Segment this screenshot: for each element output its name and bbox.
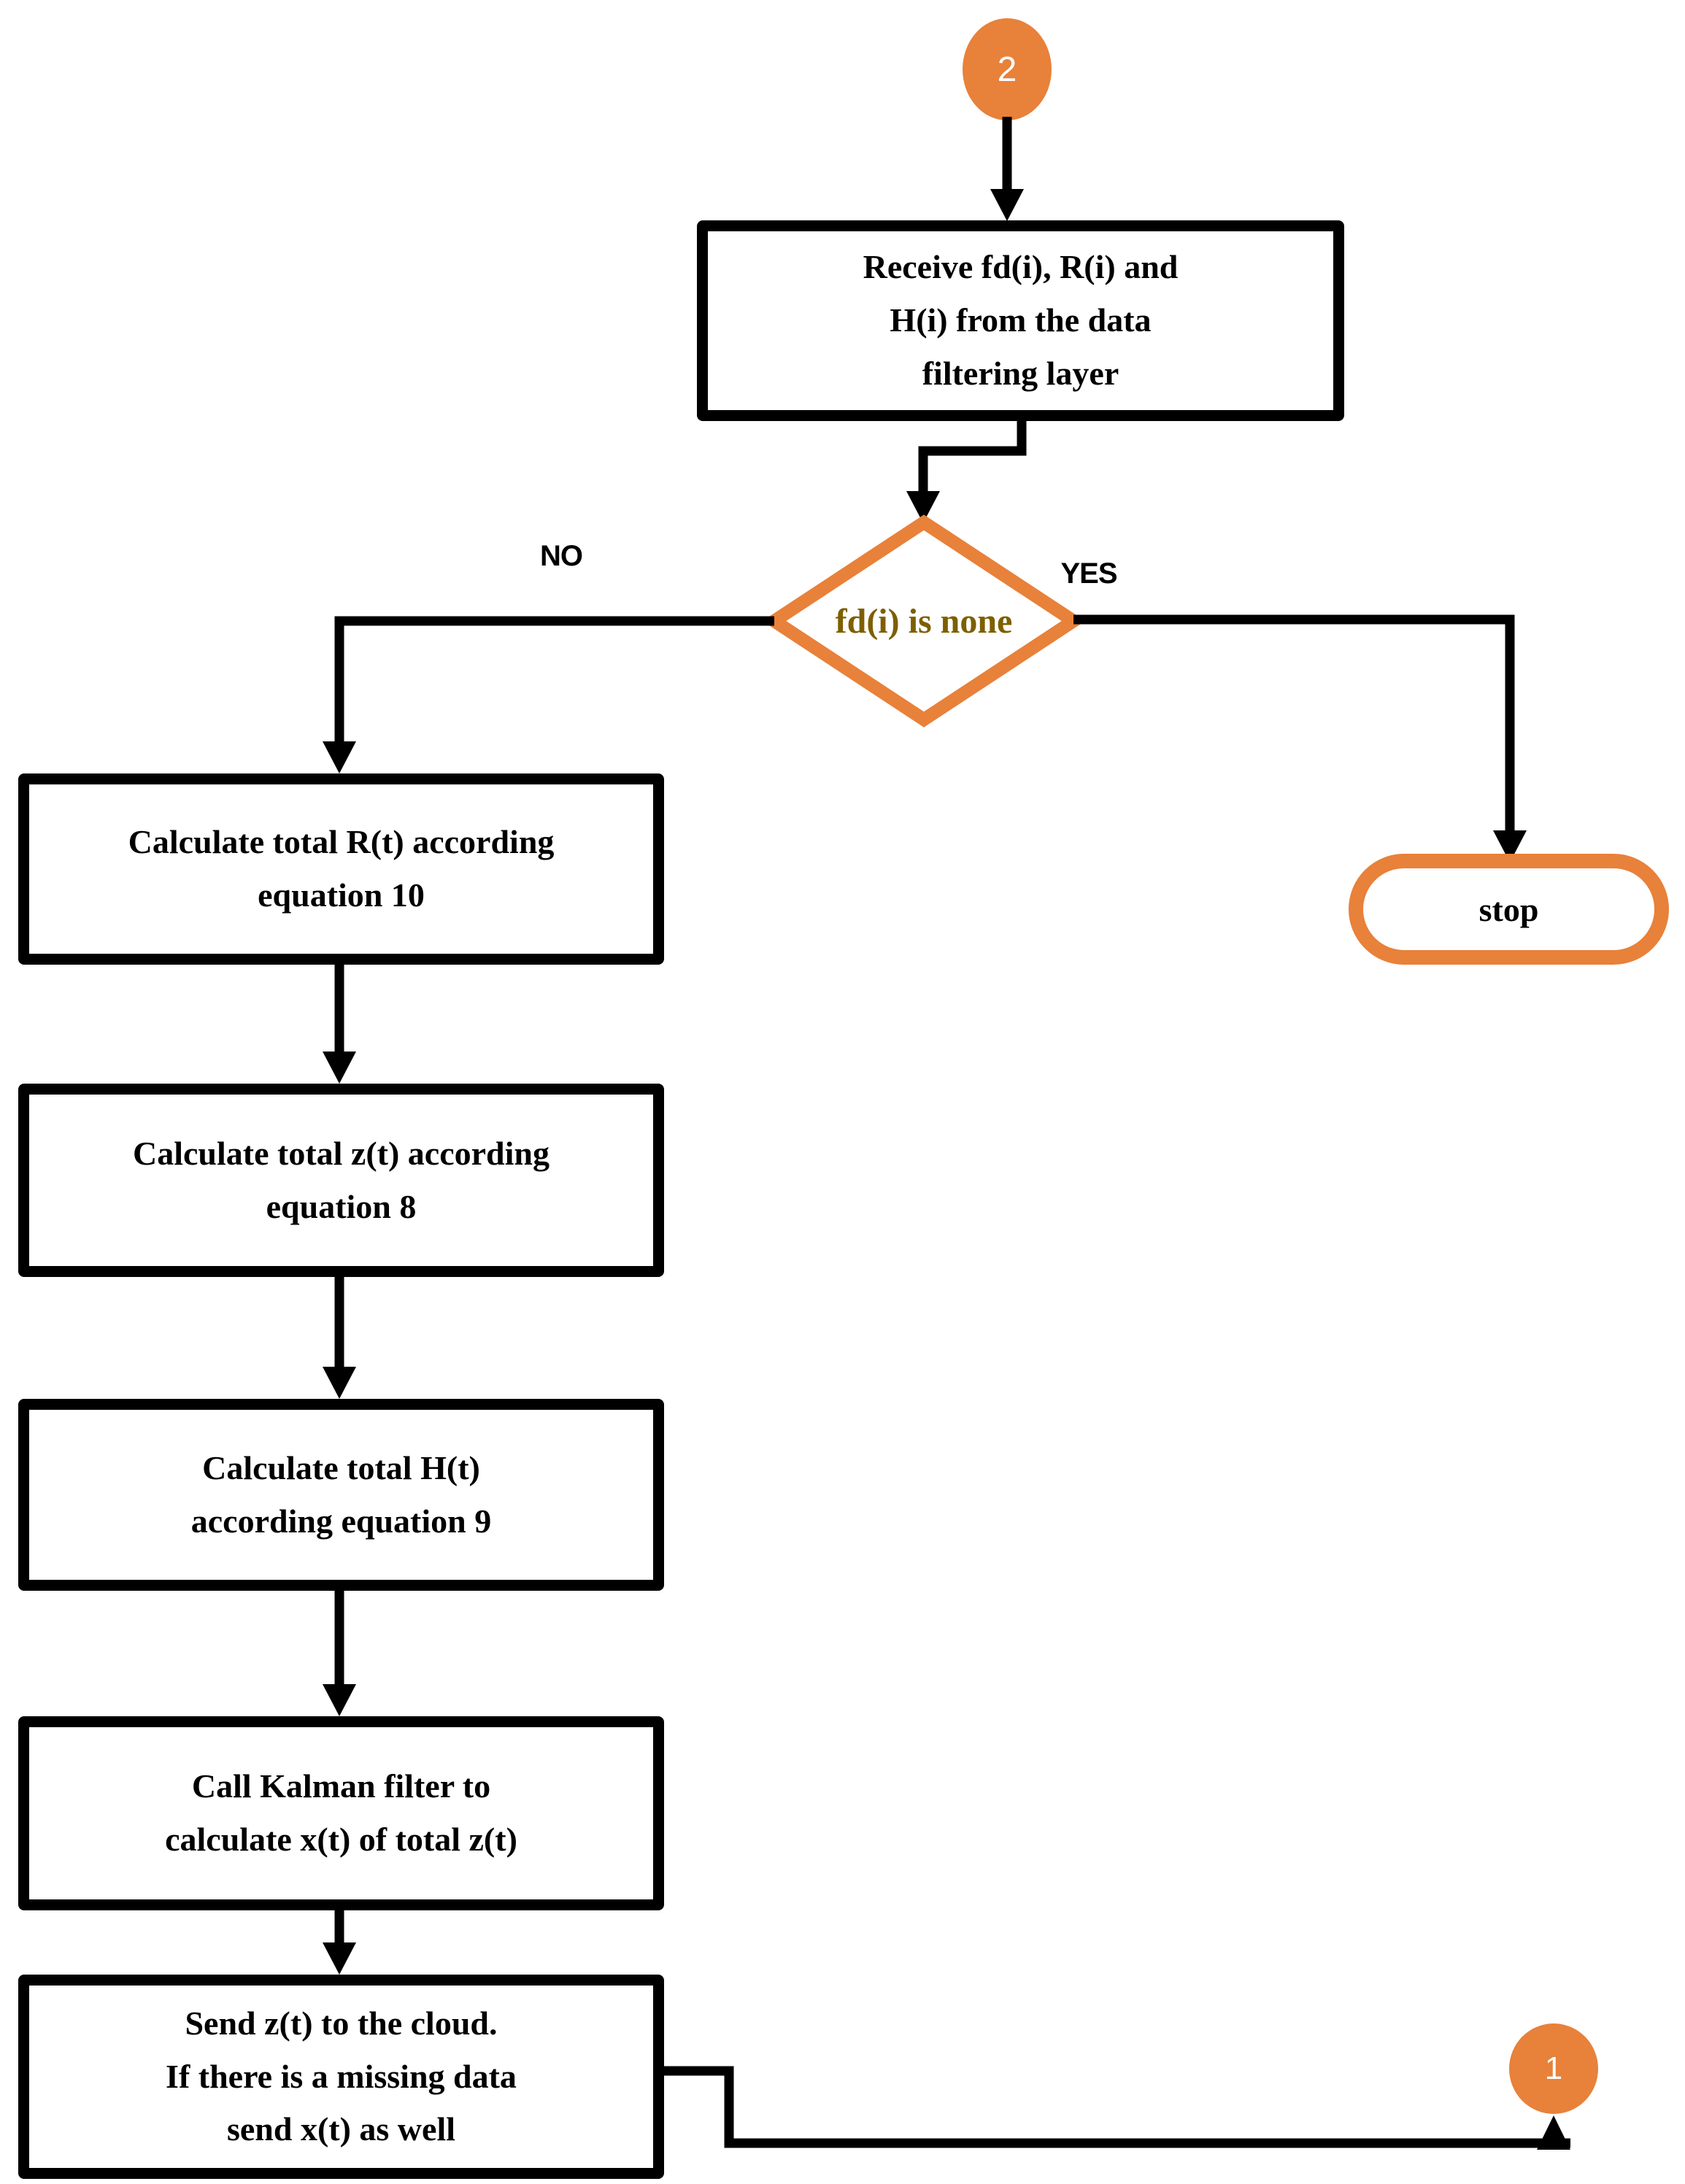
decision-diamond-shape (762, 514, 1086, 728)
node-receive-text: Receive fd(i), R(i) and H(i) from the da… (708, 241, 1333, 400)
calc-h-line-1: Calculate total H(t) (202, 1448, 480, 1486)
decision-diamond-label: fd(i) is none (835, 601, 1013, 641)
send-line-2: If there is a missing data (166, 2057, 517, 2095)
kalman-line-1: Call Kalman filter to (191, 1767, 491, 1805)
send-line-3: send x(t) as well (226, 2110, 456, 2148)
receive-line-2: H(i) from the data (890, 301, 1152, 339)
node-receive: Receive fd(i), R(i) and H(i) from the da… (697, 220, 1344, 421)
node-kalman-text: Call Kalman filter to calculate x(t) of … (29, 1760, 653, 1866)
edge-receive-to-decision (918, 416, 1027, 493)
calc-h-line-2: according equation 9 (190, 1502, 492, 1540)
node-kalman: Call Kalman filter to calculate x(t) of … (18, 1716, 664, 1910)
connector-circle-1 (1509, 2023, 1598, 2114)
node-calc-h: Calculate total H(t) according equation … (18, 1399, 664, 1591)
arrowhead-into-calc-z (323, 1052, 356, 1084)
stop-terminal-label: stop (1478, 890, 1539, 928)
arrowhead-into-send (323, 1942, 356, 1975)
connector-2-label: 2 (997, 50, 1017, 89)
receive-line-1: Receive fd(i), R(i) and (863, 248, 1179, 286)
edge-no-branch (334, 616, 774, 743)
receive-line-3: filtering layer (922, 354, 1119, 392)
node-calc-h-text: Calculate total H(t) according equation … (29, 1442, 653, 1548)
calc-z-line-1: Calculate total z(t) according (132, 1134, 550, 1172)
arrowhead-into-calc-r (323, 741, 356, 773)
node-calc-r-text: Calculate total R(t) according equation … (29, 816, 653, 922)
edge-send-to-connector1 (657, 2066, 1570, 2148)
arrowhead-into-receive (990, 189, 1024, 221)
arrowhead-into-calc-h (323, 1367, 356, 1399)
node-calc-z-text: Calculate total z(t) according equation … (29, 1127, 653, 1233)
calc-r-line-1: Calculate total R(t) according (128, 823, 555, 861)
node-send-text: Send z(t) to the cloud. If there is a mi… (29, 1997, 653, 2156)
calc-r-line-2: equation 10 (258, 876, 425, 914)
node-calc-r: Calculate total R(t) according equation … (18, 773, 664, 965)
connector-circle-2 (963, 18, 1052, 120)
arrowhead-into-kalman (323, 1684, 356, 1716)
arrowhead-into-decision (906, 491, 940, 523)
send-line-1: Send z(t) to the cloud. (185, 2004, 498, 2042)
calc-z-line-2: equation 8 (266, 1187, 417, 1225)
yes-branch-label: YES (1060, 557, 1117, 590)
arrowhead-into-stop (1493, 830, 1527, 863)
edge-yes-branch (1073, 614, 1515, 832)
stop-terminal-shape (1349, 854, 1669, 965)
node-calc-z: Calculate total z(t) according equation … (18, 1084, 664, 1277)
node-send: Send z(t) to the cloud. If there is a mi… (18, 1975, 664, 2179)
no-branch-label: NO (540, 539, 583, 572)
kalman-line-2: calculate x(t) of total z(t) (165, 1821, 517, 1858)
connector-1-label: 1 (1544, 2050, 1563, 2086)
arrowhead-into-connector1 (1537, 2115, 1570, 2150)
